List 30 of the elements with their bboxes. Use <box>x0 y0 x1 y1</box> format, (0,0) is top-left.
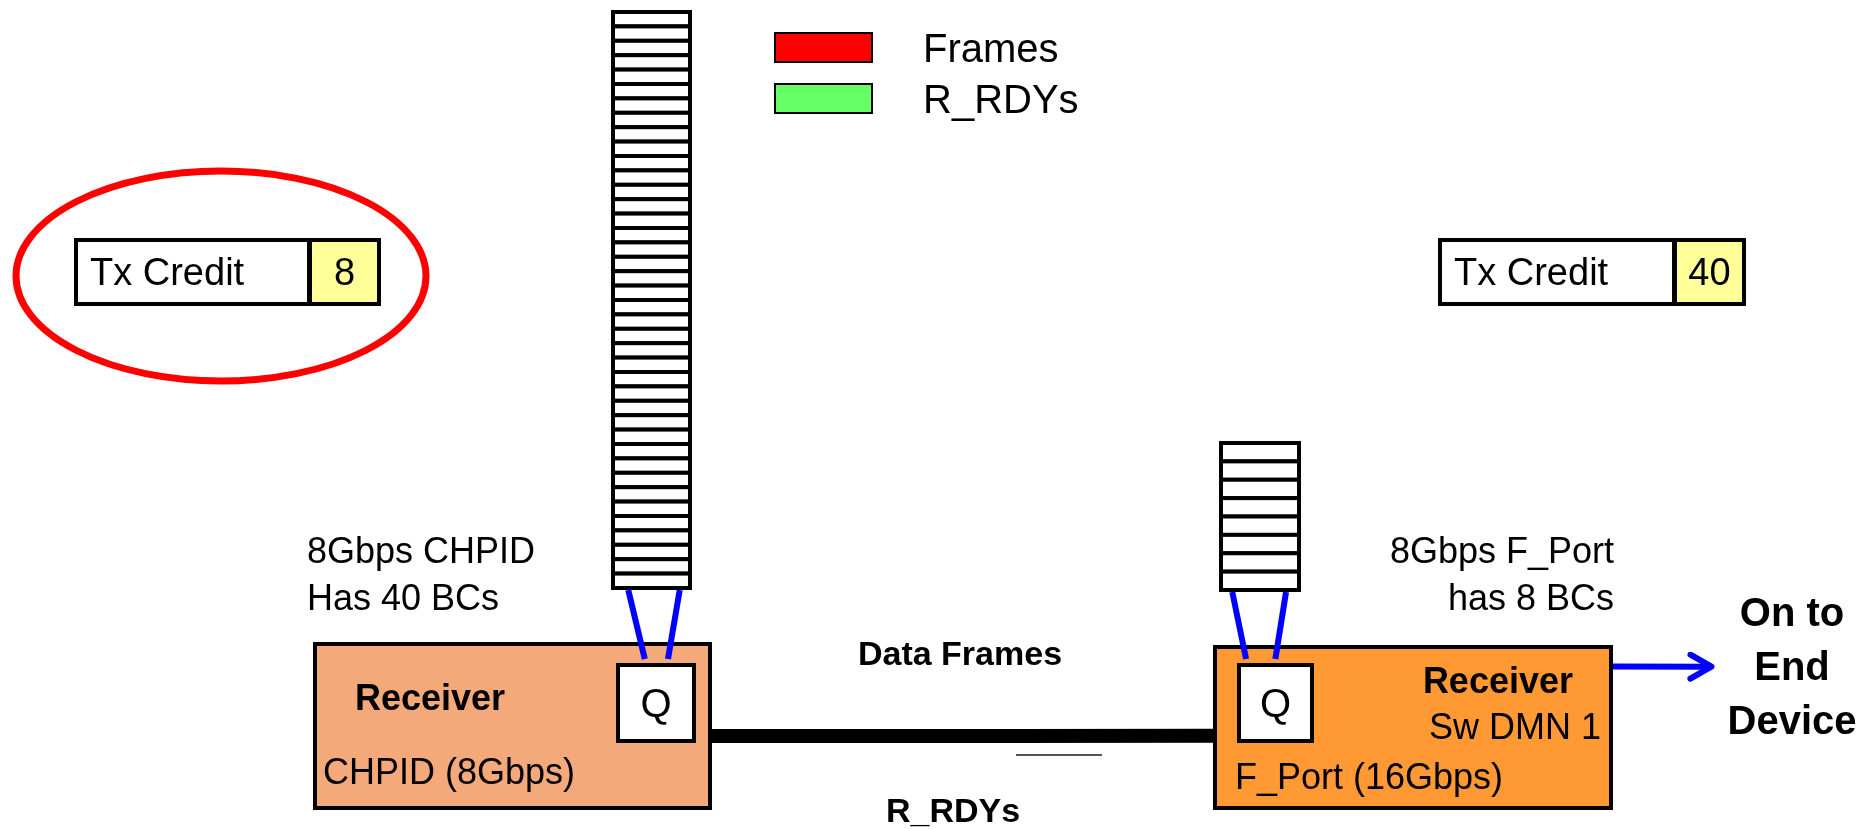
connector-line <box>712 728 1213 744</box>
legend-label: Frames <box>923 25 1059 72</box>
credit-counter <box>74 238 381 306</box>
buffer-stack <box>610 10 693 590</box>
counter-label: Tx Credit <box>1453 250 1610 295</box>
link-label: R_RDYs <box>885 789 1021 829</box>
domain-label: Sw DMN 1 <box>1428 705 1601 749</box>
port-label: F_Port (16Gbps) <box>1235 755 1504 799</box>
credit-counter <box>1438 238 1746 306</box>
destination-label: On to End Device <box>1716 585 1868 775</box>
connector-line <box>625 589 648 660</box>
port-note: 8Gbps CHPID Has 40 BCs <box>307 529 537 620</box>
connector-line <box>665 589 683 660</box>
connector-line <box>1229 591 1250 660</box>
receiver-panel <box>313 642 712 810</box>
queue-box: Q <box>616 663 696 743</box>
arrow <box>1613 651 1715 682</box>
counter-label: Tx Credit <box>89 250 246 295</box>
buffer-stack <box>1218 441 1302 592</box>
connector-line <box>1272 591 1289 660</box>
port-note: 8Gbps F_Port has 8 BCs <box>1388 529 1614 620</box>
queue-box: Q <box>1237 663 1314 743</box>
receiver-title: Receiver <box>355 676 506 720</box>
legend-label: R_RDYs <box>923 76 1079 123</box>
credit-value: 40 <box>1672 242 1742 302</box>
receiver-title: Receiver <box>1422 659 1573 703</box>
highlight-ellipse <box>12 167 430 385</box>
credit-value: 8 <box>307 242 377 302</box>
port-label: CHPID (8Gbps) <box>323 750 576 794</box>
receiver-panel <box>1213 645 1613 810</box>
